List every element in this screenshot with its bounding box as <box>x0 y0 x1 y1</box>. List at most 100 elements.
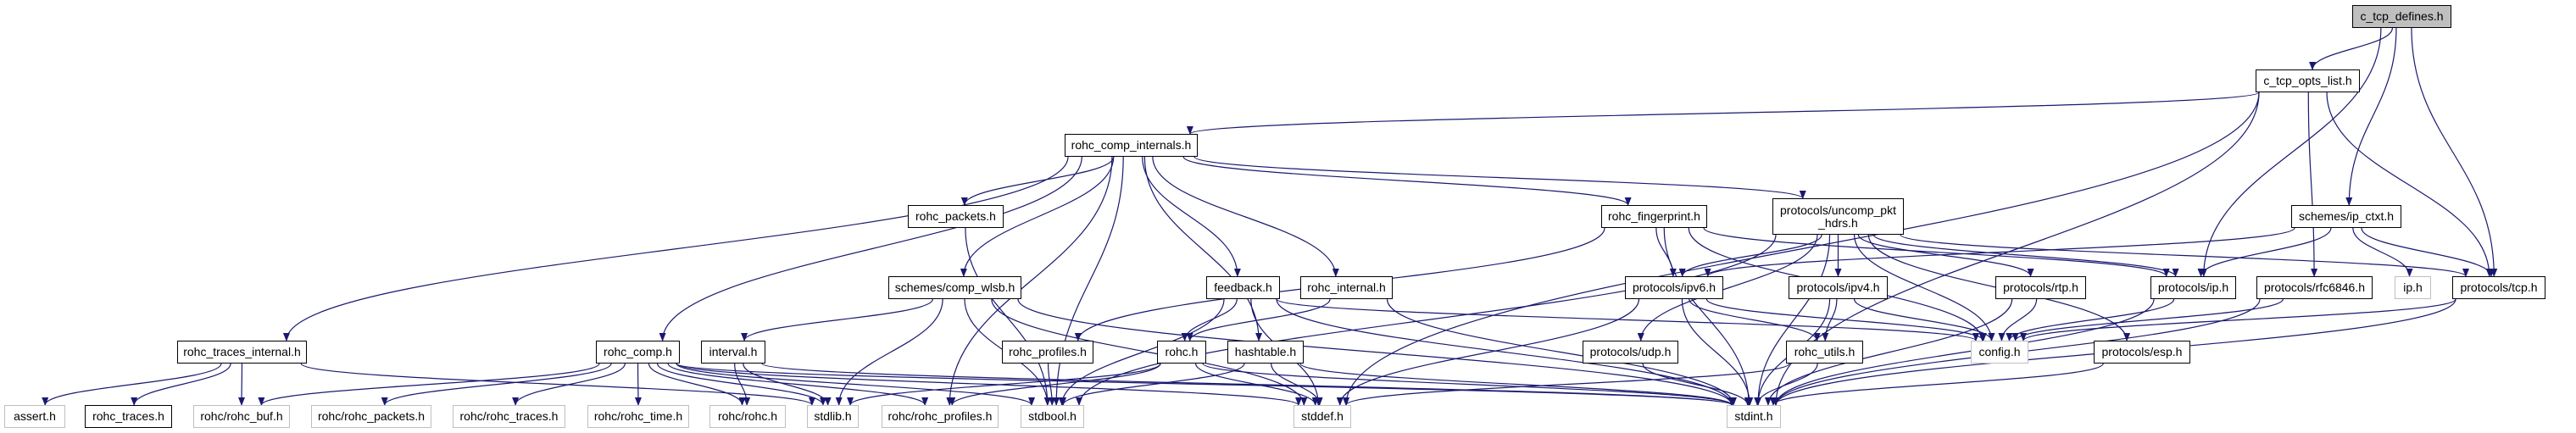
edge-rohc_comp_internals-to-rohc_internal <box>1152 156 1339 277</box>
edge-uncomp_pkt_hdrs-to-pip <box>1872 234 2179 277</box>
node-tcp[interactable]: protocols/tcp.h <box>2452 276 2545 299</box>
node-assert: assert.h <box>4 405 65 428</box>
edge-rohc_fingerprint-to-stdint <box>1663 227 1753 406</box>
edge-c_tcp_opts_list-to-rohc_comp_internals <box>1187 92 2260 135</box>
node-rohc-profiles[interactable]: rohc_profiles.h <box>1002 341 1093 364</box>
node-esp[interactable]: protocols/esp.h <box>2094 341 2190 364</box>
node-comp-wlsb[interactable]: schemes/comp_wlsb.h <box>888 276 1021 299</box>
edge-rohc_comp_internals-to-comp_wlsb <box>960 156 1115 277</box>
edge-rohc_comp_internals-to-rohc_traces_internal <box>283 156 1069 341</box>
edge-ip_ctxt-to-iph <box>2352 227 2413 277</box>
edge-rohc_internal-to-stdint <box>1386 298 1737 406</box>
edge-rohc_comp_internals-to-uncomp_pkt_hdrs <box>1193 156 1806 199</box>
edge-c_tcp_opts_list-to-tcp <box>2326 92 2493 277</box>
node-uncomp-pkt-hdrs[interactable]: protocols/uncomp_pkt _hdrs.h <box>1772 198 1904 235</box>
edge-interval-to-stdint <box>761 363 1735 406</box>
edge-rohc_comp_internals-to-stdbool <box>1053 156 1124 406</box>
node-config: config.h <box>1971 341 2028 364</box>
edge-rohc_comp-to-r_buf <box>258 363 600 406</box>
node-r-buf: rohc/rohc_buf.h <box>193 405 290 428</box>
edge-uncomp_pkt_hdrs-to-tcp <box>1900 234 2469 277</box>
node-rohc-fingerprint[interactable]: rohc_fingerprint.h <box>1601 205 1707 228</box>
edge-rohc_traces_internal-to-stdlib <box>300 363 815 406</box>
edge-rohc_fingerprint-to-pip <box>1703 227 2170 277</box>
edge-uncomp_pkt_hdrs-to-udp <box>1637 234 1818 341</box>
node-r-packets: rohc/rohc_packets.h <box>311 405 431 428</box>
node-ip-ctxt[interactable]: schemes/ip_ctxt.h <box>2291 205 2401 228</box>
edge-rohc_internal-to-rohc <box>1186 298 1331 341</box>
node-feedback[interactable]: feedback.h <box>1206 276 1280 299</box>
edge-rohc_comp-to-stdlib <box>656 363 826 406</box>
edge-uncomp_pkt_hdrs-to-stdbool <box>1076 234 1777 406</box>
edge-feedback-to-stdbool <box>1058 298 1225 406</box>
node-rohc-comp[interactable]: rohc_comp.h <box>596 341 680 364</box>
edge-rohc_fingerprint-to-ipv6 <box>1655 227 1677 277</box>
edge-uncomp_pkt_hdrs-to-rtp <box>1857 234 2034 277</box>
edge-c_tcp_defines-to-pip <box>2200 27 2382 277</box>
edge-rohc_traces_internal-to-rohc_traces <box>131 363 231 406</box>
edge-rohc_comp-to-r_profiles <box>667 363 929 406</box>
edge-uncomp_pkt_hdrs-to-ipv6 <box>1678 234 1822 277</box>
edge-ip_ctxt-to-pip <box>2197 227 2332 277</box>
node-r-traces: rohc/rohc_traces.h <box>453 405 565 428</box>
node-udp[interactable]: protocols/udp.h <box>1583 341 1678 364</box>
edge-c_tcp_defines-to-c_tcp_opts_list <box>2309 27 2393 70</box>
edge-comp_wlsb-to-stddef <box>991 298 1308 406</box>
edge-rfc6846-to-config <box>2011 298 2284 341</box>
node-iph: ip.h <box>2395 276 2431 299</box>
node-pip[interactable]: protocols/ip.h <box>2150 276 2236 299</box>
edge-ipv4-to-config <box>1853 298 1995 341</box>
node-interval[interactable]: interval.h <box>701 341 765 364</box>
node-r-profiles: rohc/rohc_profiles.h <box>882 405 999 428</box>
edge-pip-to-stdint <box>1772 298 2155 406</box>
node-rtp[interactable]: protocols/rtp.h <box>1995 276 2086 299</box>
edge-c_tcp_opts_list-to-rfc6846 <box>2307 92 2318 277</box>
edge-rohc_profiles-to-stdbool <box>1047 363 1056 406</box>
edge-rtp-to-stdint <box>1764 298 2013 406</box>
node-rohc[interactable]: rohc.h <box>1157 341 1206 364</box>
node-r-time: rohc/rohc_time.h <box>587 405 689 428</box>
edge-hashtable-to-stdint <box>1299 363 1735 406</box>
edge-rohc_comp_internals-to-r_profiles <box>946 156 1113 406</box>
edge-tcp-to-config <box>2020 298 2456 341</box>
edge-rohc_comp-to-stddef <box>676 363 1302 406</box>
node-hashtable[interactable]: hashtable.h <box>1227 341 1304 364</box>
edge-rohc_utils-to-stddef <box>1343 363 1790 406</box>
edge-rohc_comp-to-r_rohc <box>648 363 746 406</box>
edge-c_tcp_defines-to-ip_ctxt <box>2345 27 2397 206</box>
node-rohc-utils[interactable]: rohc_utils.h <box>1786 341 1863 364</box>
edge-rohc_comp_internals-to-rohc_packets <box>960 156 1115 206</box>
edge-rohc_comp-to-stdint <box>676 363 1735 406</box>
node-rohc-internal[interactable]: rohc_internal.h <box>1300 276 1393 299</box>
edge-ipv6-to-stdint <box>1681 298 1754 406</box>
node-rohc-traces-internal[interactable]: rohc_traces_internal.h <box>177 341 307 364</box>
edge-ipv6-to-config <box>1705 298 1987 341</box>
node-rfc6846[interactable]: protocols/rfc6846.h <box>2256 276 2373 299</box>
node-rohc-comp-internals[interactable]: rohc_comp_internals.h <box>1065 134 1198 157</box>
node-ipv4[interactable]: protocols/ipv4.h <box>1789 276 1888 299</box>
node-rohc-packets[interactable]: rohc_packets.h <box>908 205 1004 228</box>
edge-rohc_comp-to-r_packets <box>381 363 612 406</box>
edge-c_tcp_defines-to-tcp <box>2411 27 2498 277</box>
node-rohc-traces[interactable]: rohc_traces.h <box>85 405 172 428</box>
edge-comp_wlsb-to-stdint <box>1017 298 1735 406</box>
edge-rohc_traces_internal-to-assert <box>42 363 222 406</box>
node-r-rohc: rohc/rohc.h <box>709 405 786 428</box>
edge-hashtable-to-stdbool <box>1060 363 1245 406</box>
node-ipv6[interactable]: protocols/ipv6.h <box>1625 276 1723 299</box>
edge-rohc_comp_internals-to-rohc_fingerprint <box>1182 156 1632 206</box>
edge-hashtable-to-stddef <box>1271 363 1323 406</box>
edge-ip_ctxt-to-tcp <box>2361 227 2495 277</box>
edge-feedback-to-rohc <box>1181 298 1238 341</box>
edge-esp-to-stdint <box>1770 363 2104 406</box>
edge-rohc-to-stddef <box>1195 363 1319 406</box>
edge-c_tcp_opts_list-to-stddef <box>1343 92 2260 406</box>
edge-ip_ctxt-to-ipv6 <box>1704 227 2295 277</box>
node-stdlib: stdlib.h <box>807 405 859 428</box>
node-stddef: stddef.h <box>1294 405 1351 428</box>
node-c-tcp-defines[interactable]: c_tcp_defines.h <box>2352 5 2451 28</box>
edge-ipv4-to-rohc_utils <box>1822 298 1838 341</box>
edge-ipv6-to-stddef <box>1336 298 1640 406</box>
node-c-tcp-opts-list[interactable]: c_tcp_opts_list.h <box>2256 69 2360 92</box>
node-stdbool: stdbool.h <box>1021 405 1084 428</box>
